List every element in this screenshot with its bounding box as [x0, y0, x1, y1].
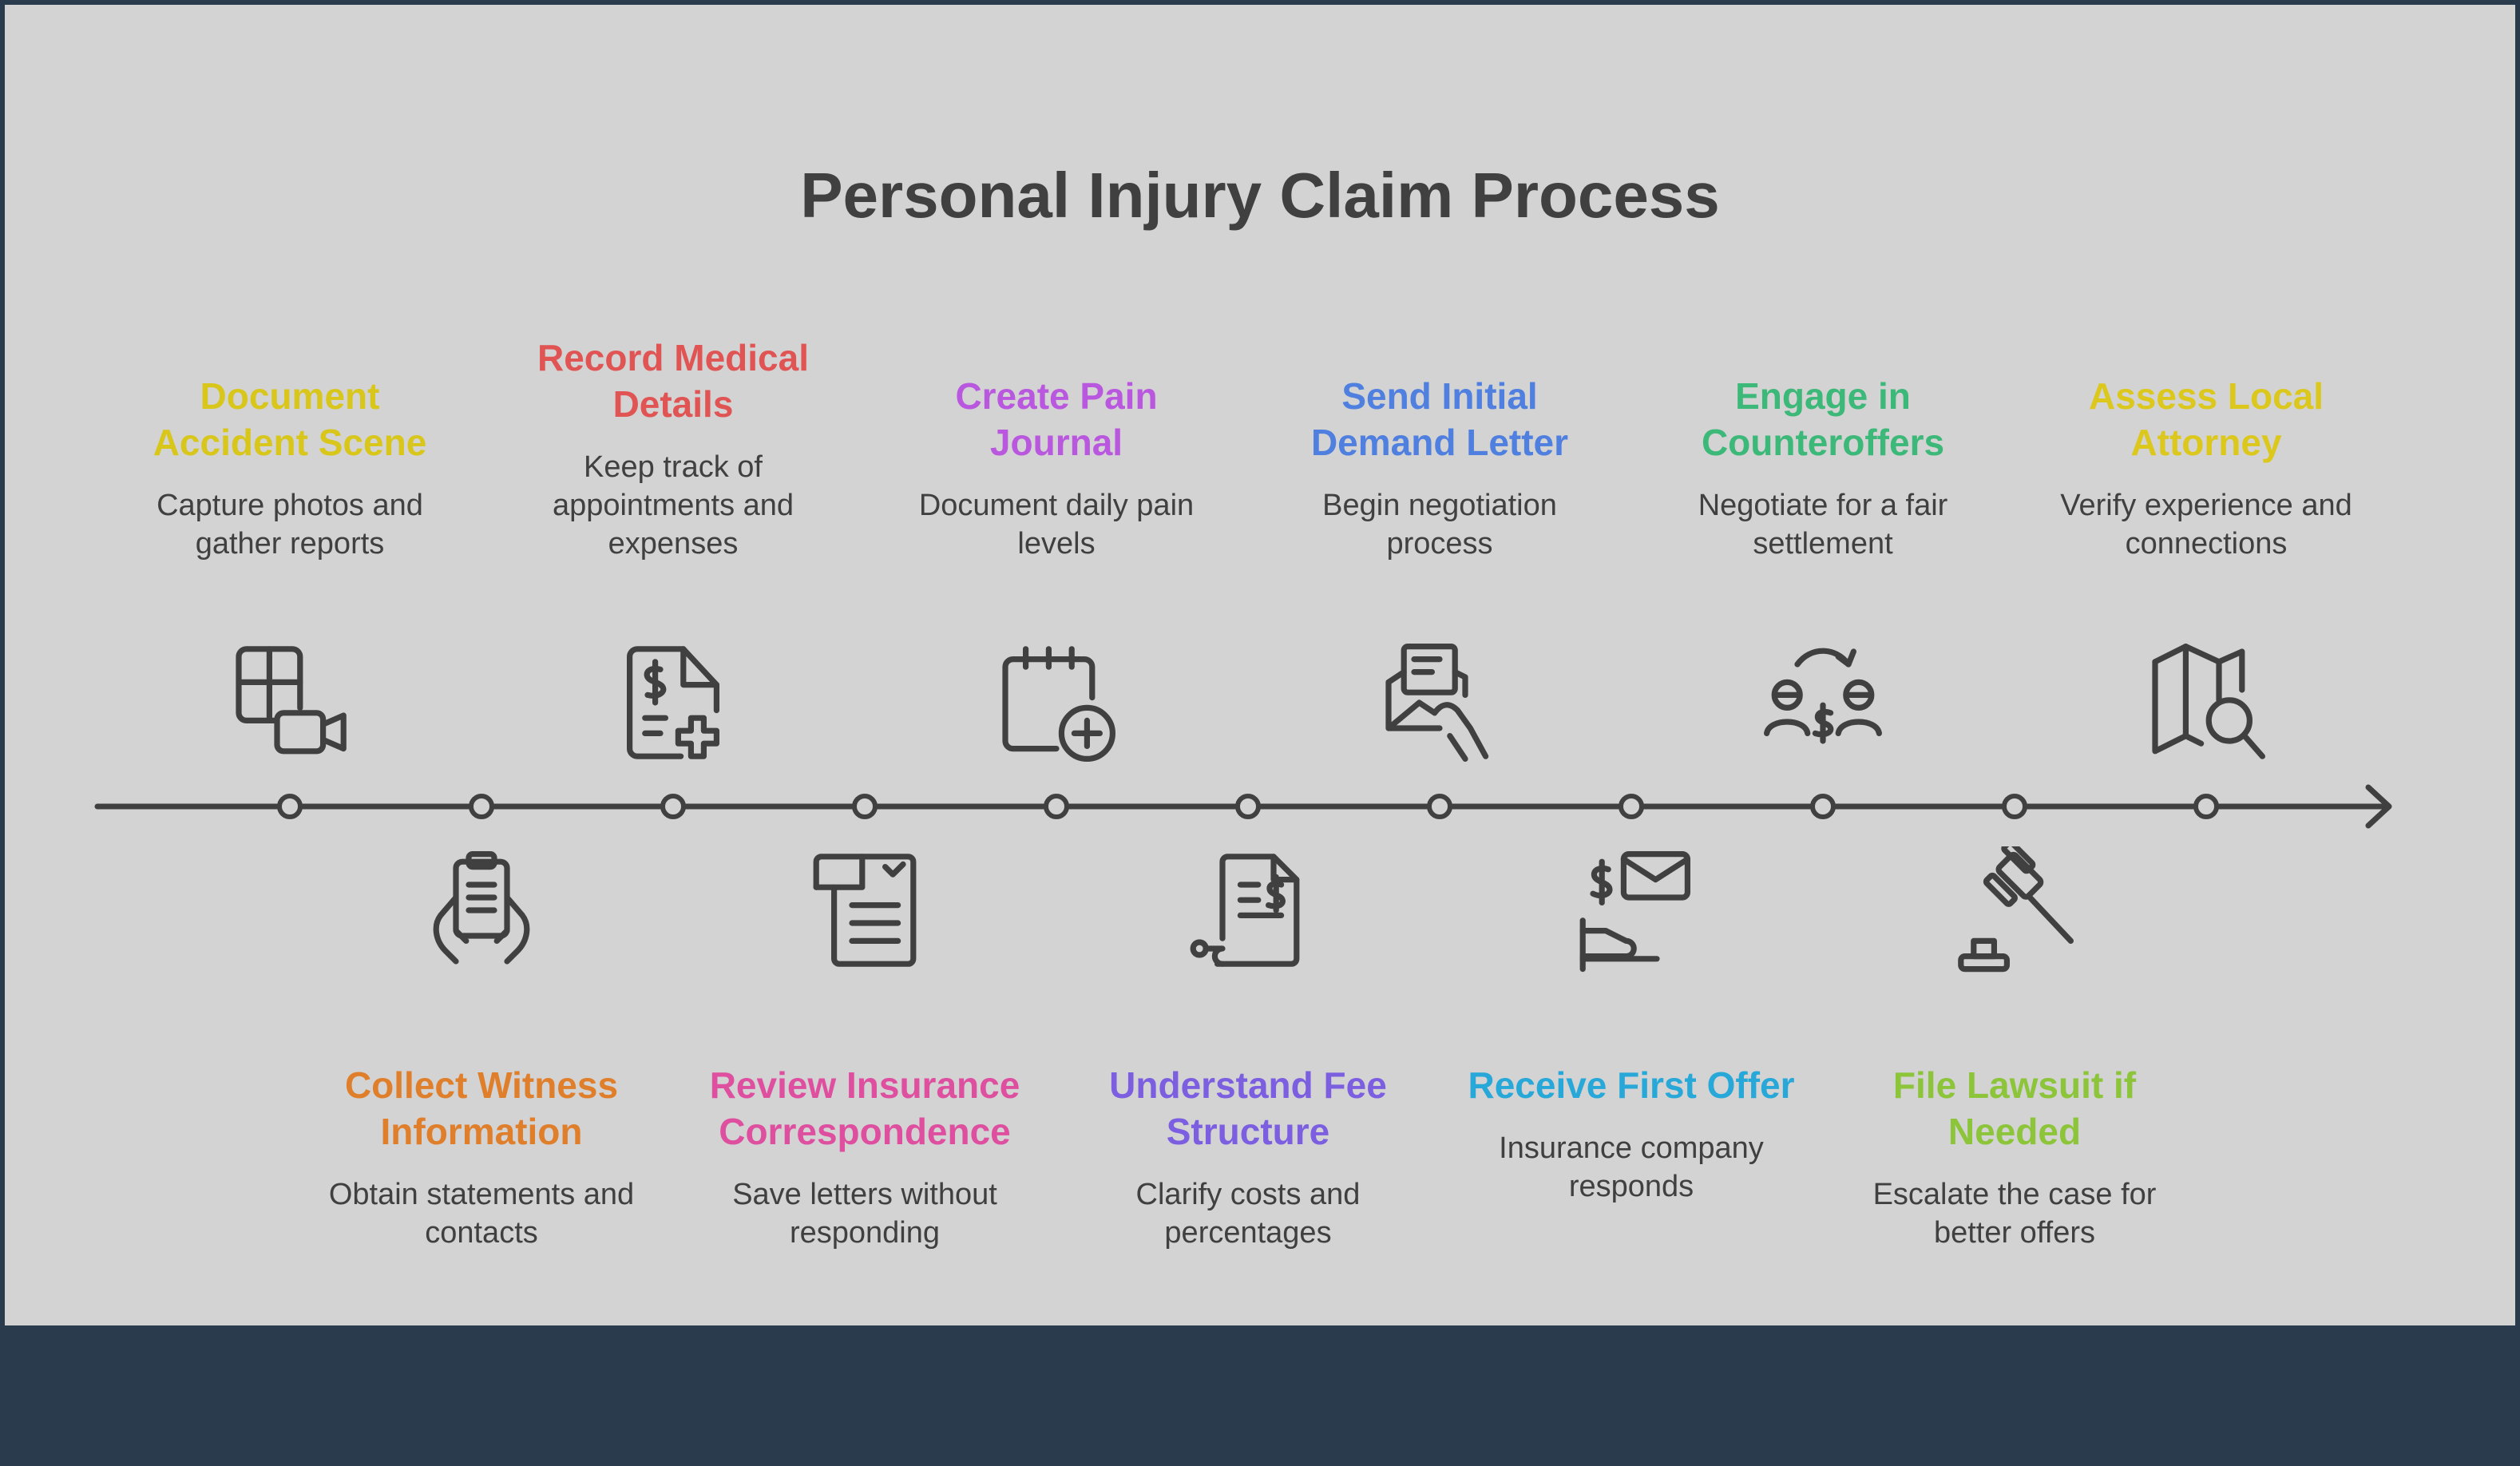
- step-label: Create Pain Journal: [955, 375, 1158, 463]
- step-create-pain-journal: Create Pain Journal Document daily pain …: [889, 373, 1224, 563]
- step-description: Save letters without responding: [732, 1178, 997, 1250]
- step-description: Negotiate for a fair settlement: [1698, 489, 1948, 561]
- step-description: Document daily pain levels: [918, 489, 1195, 561]
- timeline-marker: [469, 794, 494, 819]
- step-description: Insurance company responds: [1499, 1131, 1764, 1203]
- step-description: Obtain statements and contacts: [328, 1178, 635, 1250]
- step-document-accident-scene: Document Accident Scene Capture photos a…: [122, 373, 458, 563]
- diagram-canvas: [5, 5, 2515, 1325]
- timeline-marker: [1235, 794, 1261, 819]
- video-grid-icon: [226, 639, 354, 767]
- step-label: Record Medical Details: [537, 337, 809, 425]
- gavel-icon: [1951, 846, 2078, 974]
- timeline-marker: [660, 794, 686, 819]
- map-search-icon: [2142, 639, 2270, 767]
- step-label: Review Insurance Correspondence: [709, 1064, 1020, 1152]
- step-label: Receive First Offer: [1468, 1064, 1795, 1106]
- step-engage-in-counteroffers: Engage in Counteroffers Negotiate for a …: [1655, 373, 1991, 563]
- clipboard-hands-icon: [418, 846, 545, 974]
- medical-bill-icon: [609, 639, 737, 767]
- step-description: Begin negotiation process: [1322, 489, 1557, 561]
- step-file-lawsuit-if-needed: File Lawsuit if Needed Escalate the case…: [1847, 1062, 2182, 1252]
- step-label: Send Initial Demand Letter: [1310, 375, 1569, 463]
- step-description: Escalate the case for better offers: [1872, 1178, 2157, 1250]
- step-collect-witness-information: Collect Witness Information Obtain state…: [314, 1062, 649, 1252]
- step-description: Capture photos and gather reports: [157, 489, 423, 561]
- document-letter-icon: [801, 846, 929, 974]
- step-review-insurance-correspondence: Review Insurance Correspondence Save let…: [697, 1062, 1032, 1252]
- step-label: Understand Fee Structure: [1109, 1064, 1387, 1152]
- step-description: Verify experience and connections: [2060, 489, 2352, 561]
- step-label: Document Accident Scene: [153, 375, 427, 463]
- diagram-title: Personal Injury Claim Process: [800, 160, 1720, 231]
- letter-hand-icon: [1376, 639, 1504, 767]
- timeline-marker: [2193, 794, 2219, 819]
- negotiation-icon: [1759, 639, 1887, 767]
- timeline-marker: [277, 794, 303, 819]
- footer-band: [0, 1325, 2520, 1466]
- fee-document-icon: [1184, 846, 1312, 974]
- step-label: File Lawsuit if Needed: [1892, 1064, 2137, 1152]
- timeline-marker: [1427, 794, 1452, 819]
- step-label: Assess Local Attorney: [2088, 375, 2324, 463]
- calendar-add-icon: [993, 639, 1120, 767]
- step-label: Collect Witness Information: [344, 1064, 619, 1152]
- timeline-marker: [2002, 794, 2027, 819]
- timeline-marker: [852, 794, 878, 819]
- step-assess-local-attorney: Assess Local Attorney Verify experience …: [2039, 373, 2374, 563]
- timeline-arrowhead: [2365, 784, 2392, 829]
- offer-mail-icon: [1567, 846, 1695, 974]
- step-send-initial-demand-letter: Send Initial Demand Letter Begin negotia…: [1272, 373, 1607, 563]
- timeline-marker: [1619, 794, 1644, 819]
- timeline-marker: [1810, 794, 1836, 819]
- timeline-marker: [1044, 794, 1069, 819]
- step-label: Engage in Counteroffers: [1701, 375, 1945, 463]
- step-understand-fee-structure: Understand Fee Structure Clarify costs a…: [1080, 1062, 1416, 1252]
- step-record-medical-details: Record Medical Details Keep track of app…: [505, 335, 841, 563]
- step-receive-first-offer: Receive First Offer Insurance company re…: [1464, 1062, 1799, 1206]
- step-description: Keep track of appointments and expenses: [552, 450, 794, 561]
- step-description: Clarify costs and percentages: [1135, 1178, 1361, 1250]
